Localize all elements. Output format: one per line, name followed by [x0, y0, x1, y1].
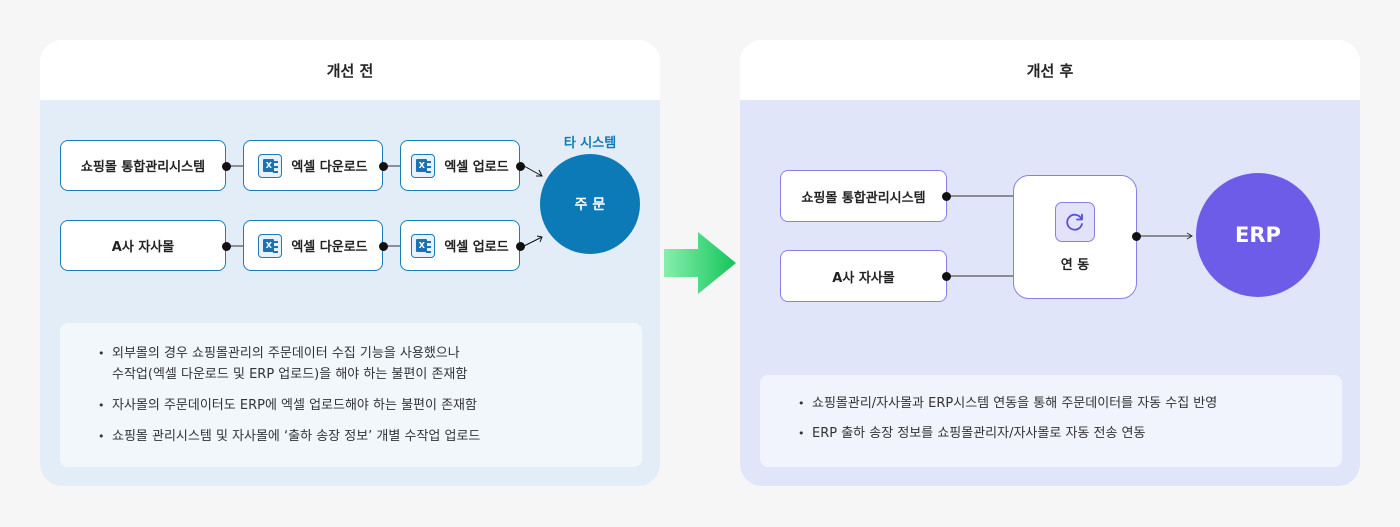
note-item: 외부몰의 경우 쇼핑몰관리의 주문데이터 수집 기능을 사용했으나 수작업(엑셀… — [98, 343, 604, 385]
erp-label: ERP — [1235, 223, 1281, 247]
connector-dot — [942, 272, 951, 281]
erp-circle: ERP — [1196, 173, 1320, 297]
after-title: 개선 후 — [740, 40, 1360, 100]
connector-dot — [942, 192, 951, 201]
excel-download-label: 엑셀 다운로드 — [291, 160, 368, 175]
connector-dot — [516, 242, 525, 251]
connector-dot — [1132, 232, 1141, 241]
excel-upload-label: 엑셀 업로드 — [444, 240, 509, 255]
note-item: 쇼핑몰관리/자사몰과 ERP시스템 연동을 통해 주문데이터를 자동 수집 반영 — [798, 393, 1304, 414]
note-line: 외부몰의 경우 쇼핑몰관리의 주문데이터 수집 기능을 사용했으나 — [112, 346, 460, 361]
excel-icon: X — [411, 233, 436, 258]
sync-label: 연 동 — [1060, 257, 1090, 273]
sync-icon — [1055, 201, 1095, 242]
source-own-mall: A사 자사몰 — [60, 220, 226, 271]
before-panel: 개선 전 쇼핑몰 통합관리시스템 X 엑셀 다운로드 X 엑셀 업로드 A사 자… — [40, 40, 660, 486]
excel-download-box-1: X 엑셀 다운로드 — [243, 140, 383, 191]
connector-dot — [222, 242, 231, 251]
excel-upload-label: 엑셀 업로드 — [444, 160, 509, 175]
connector-dot — [379, 242, 388, 251]
other-system-label: 타 시스템 — [563, 136, 617, 151]
source-own-mall-label: A사 자사몰 — [111, 240, 175, 255]
source-shopping-system: 쇼핑몰 통합관리시스템 — [60, 140, 226, 191]
excel-download-label: 엑셀 다운로드 — [291, 240, 368, 255]
after-notes: 쇼핑몰관리/자사몰과 ERP시스템 연동을 통해 주문데이터를 자동 수집 반영… — [760, 375, 1342, 467]
order-circle: 주 문 — [540, 154, 640, 254]
before-notes: 외부몰의 경우 쇼핑몰관리의 주문데이터 수집 기능을 사용했으나 수작업(엑셀… — [60, 323, 642, 467]
note-line: 수작업(엑셀 다운로드 및 ERP 업로드)을 해야 하는 불편이 존재함 — [112, 367, 468, 382]
order-label: 주 문 — [574, 197, 606, 213]
source-shopping-system: 쇼핑몰 통합관리시스템 — [780, 170, 947, 222]
excel-download-box-2: X 엑셀 다운로드 — [243, 220, 383, 271]
note-item: 쇼핑몰 관리시스템 및 자사몰에 ‘출하 송장 정보’ 개별 수작업 업로드 — [98, 426, 604, 447]
after-body: 쇼핑몰 통합관리시스템 A사 자사몰 연 동 ERP 쇼핑몰관리/자사몰과 ER… — [740, 100, 1360, 486]
right-arrow-icon — [664, 232, 736, 294]
excel-icon: X — [411, 153, 436, 178]
excel-icon: X — [258, 153, 283, 178]
connector-dot — [222, 162, 231, 171]
source-own-mall: A사 자사몰 — [780, 250, 947, 302]
source-shopping-system-label: 쇼핑몰 통합관리시스템 — [80, 160, 206, 175]
note-item: 자사몰의 주문데이터도 ERP에 엑셀 업로드해야 하는 불편이 존재함 — [98, 395, 604, 416]
note-item: ERP 출하 송장 정보를 쇼핑몰관리자/자사몰로 자동 전송 연동 — [798, 423, 1304, 444]
sync-box: 연 동 — [1013, 175, 1137, 299]
after-panel: 개선 후 쇼핑몰 통합관리시스템 A사 자사몰 연 동 — [740, 40, 1360, 486]
source-shopping-system-label: 쇼핑몰 통합관리시스템 — [801, 190, 926, 206]
connector-dot — [379, 162, 388, 171]
excel-upload-box-2: X 엑셀 업로드 — [400, 220, 520, 271]
before-body: 쇼핑몰 통합관리시스템 X 엑셀 다운로드 X 엑셀 업로드 A사 자사몰 X … — [40, 100, 660, 486]
excel-upload-box-1: X 엑셀 업로드 — [400, 140, 520, 191]
source-own-mall-label: A사 자사몰 — [832, 270, 895, 286]
connector-dot — [516, 162, 525, 171]
excel-icon: X — [258, 233, 283, 258]
before-title: 개선 전 — [40, 40, 660, 100]
after-connectors — [946, 195, 1193, 277]
